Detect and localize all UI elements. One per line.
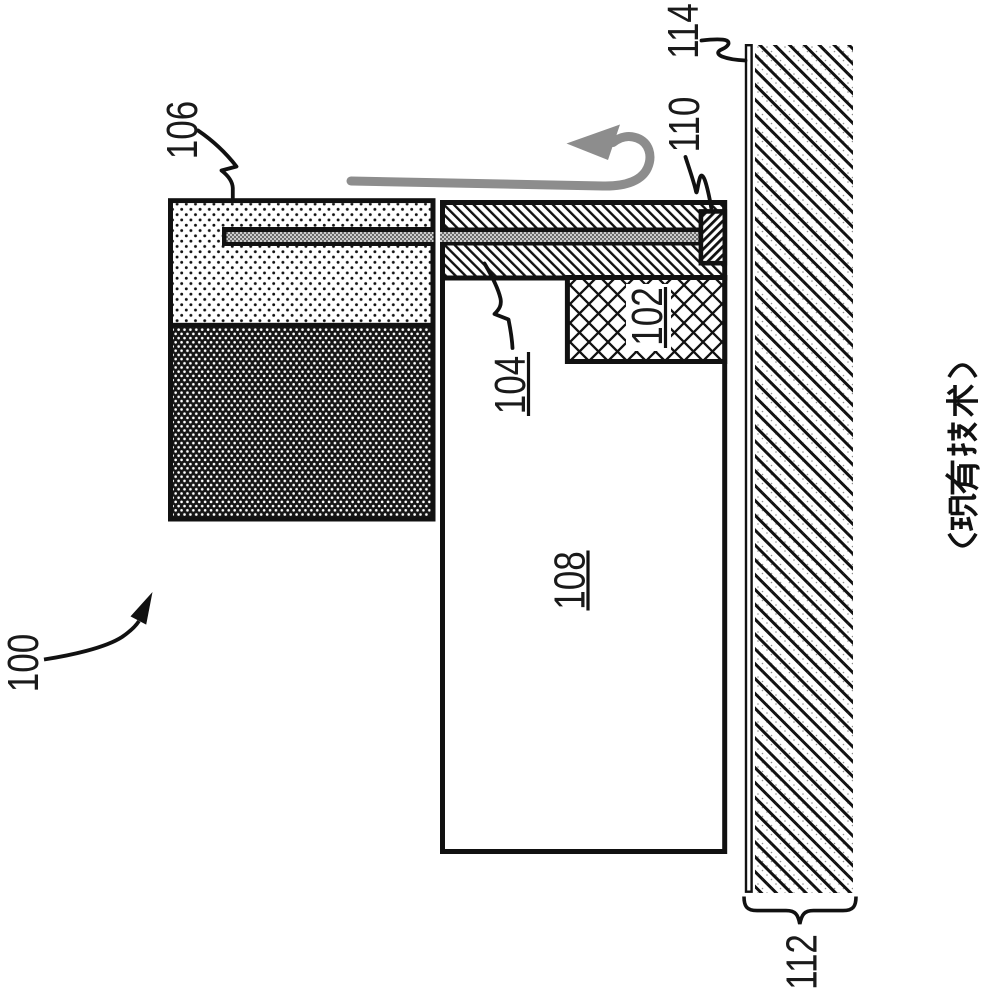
svg-text:108: 108	[546, 551, 595, 609]
svg-text:112: 112	[778, 934, 827, 990]
svg-text:114: 114	[659, 3, 708, 59]
svg-text:104: 104	[486, 356, 535, 414]
svg-text:100: 100	[0, 634, 48, 692]
svg-text:106: 106	[158, 101, 207, 159]
svg-text:110: 110	[660, 97, 709, 153]
svg-text:102: 102	[623, 287, 672, 345]
